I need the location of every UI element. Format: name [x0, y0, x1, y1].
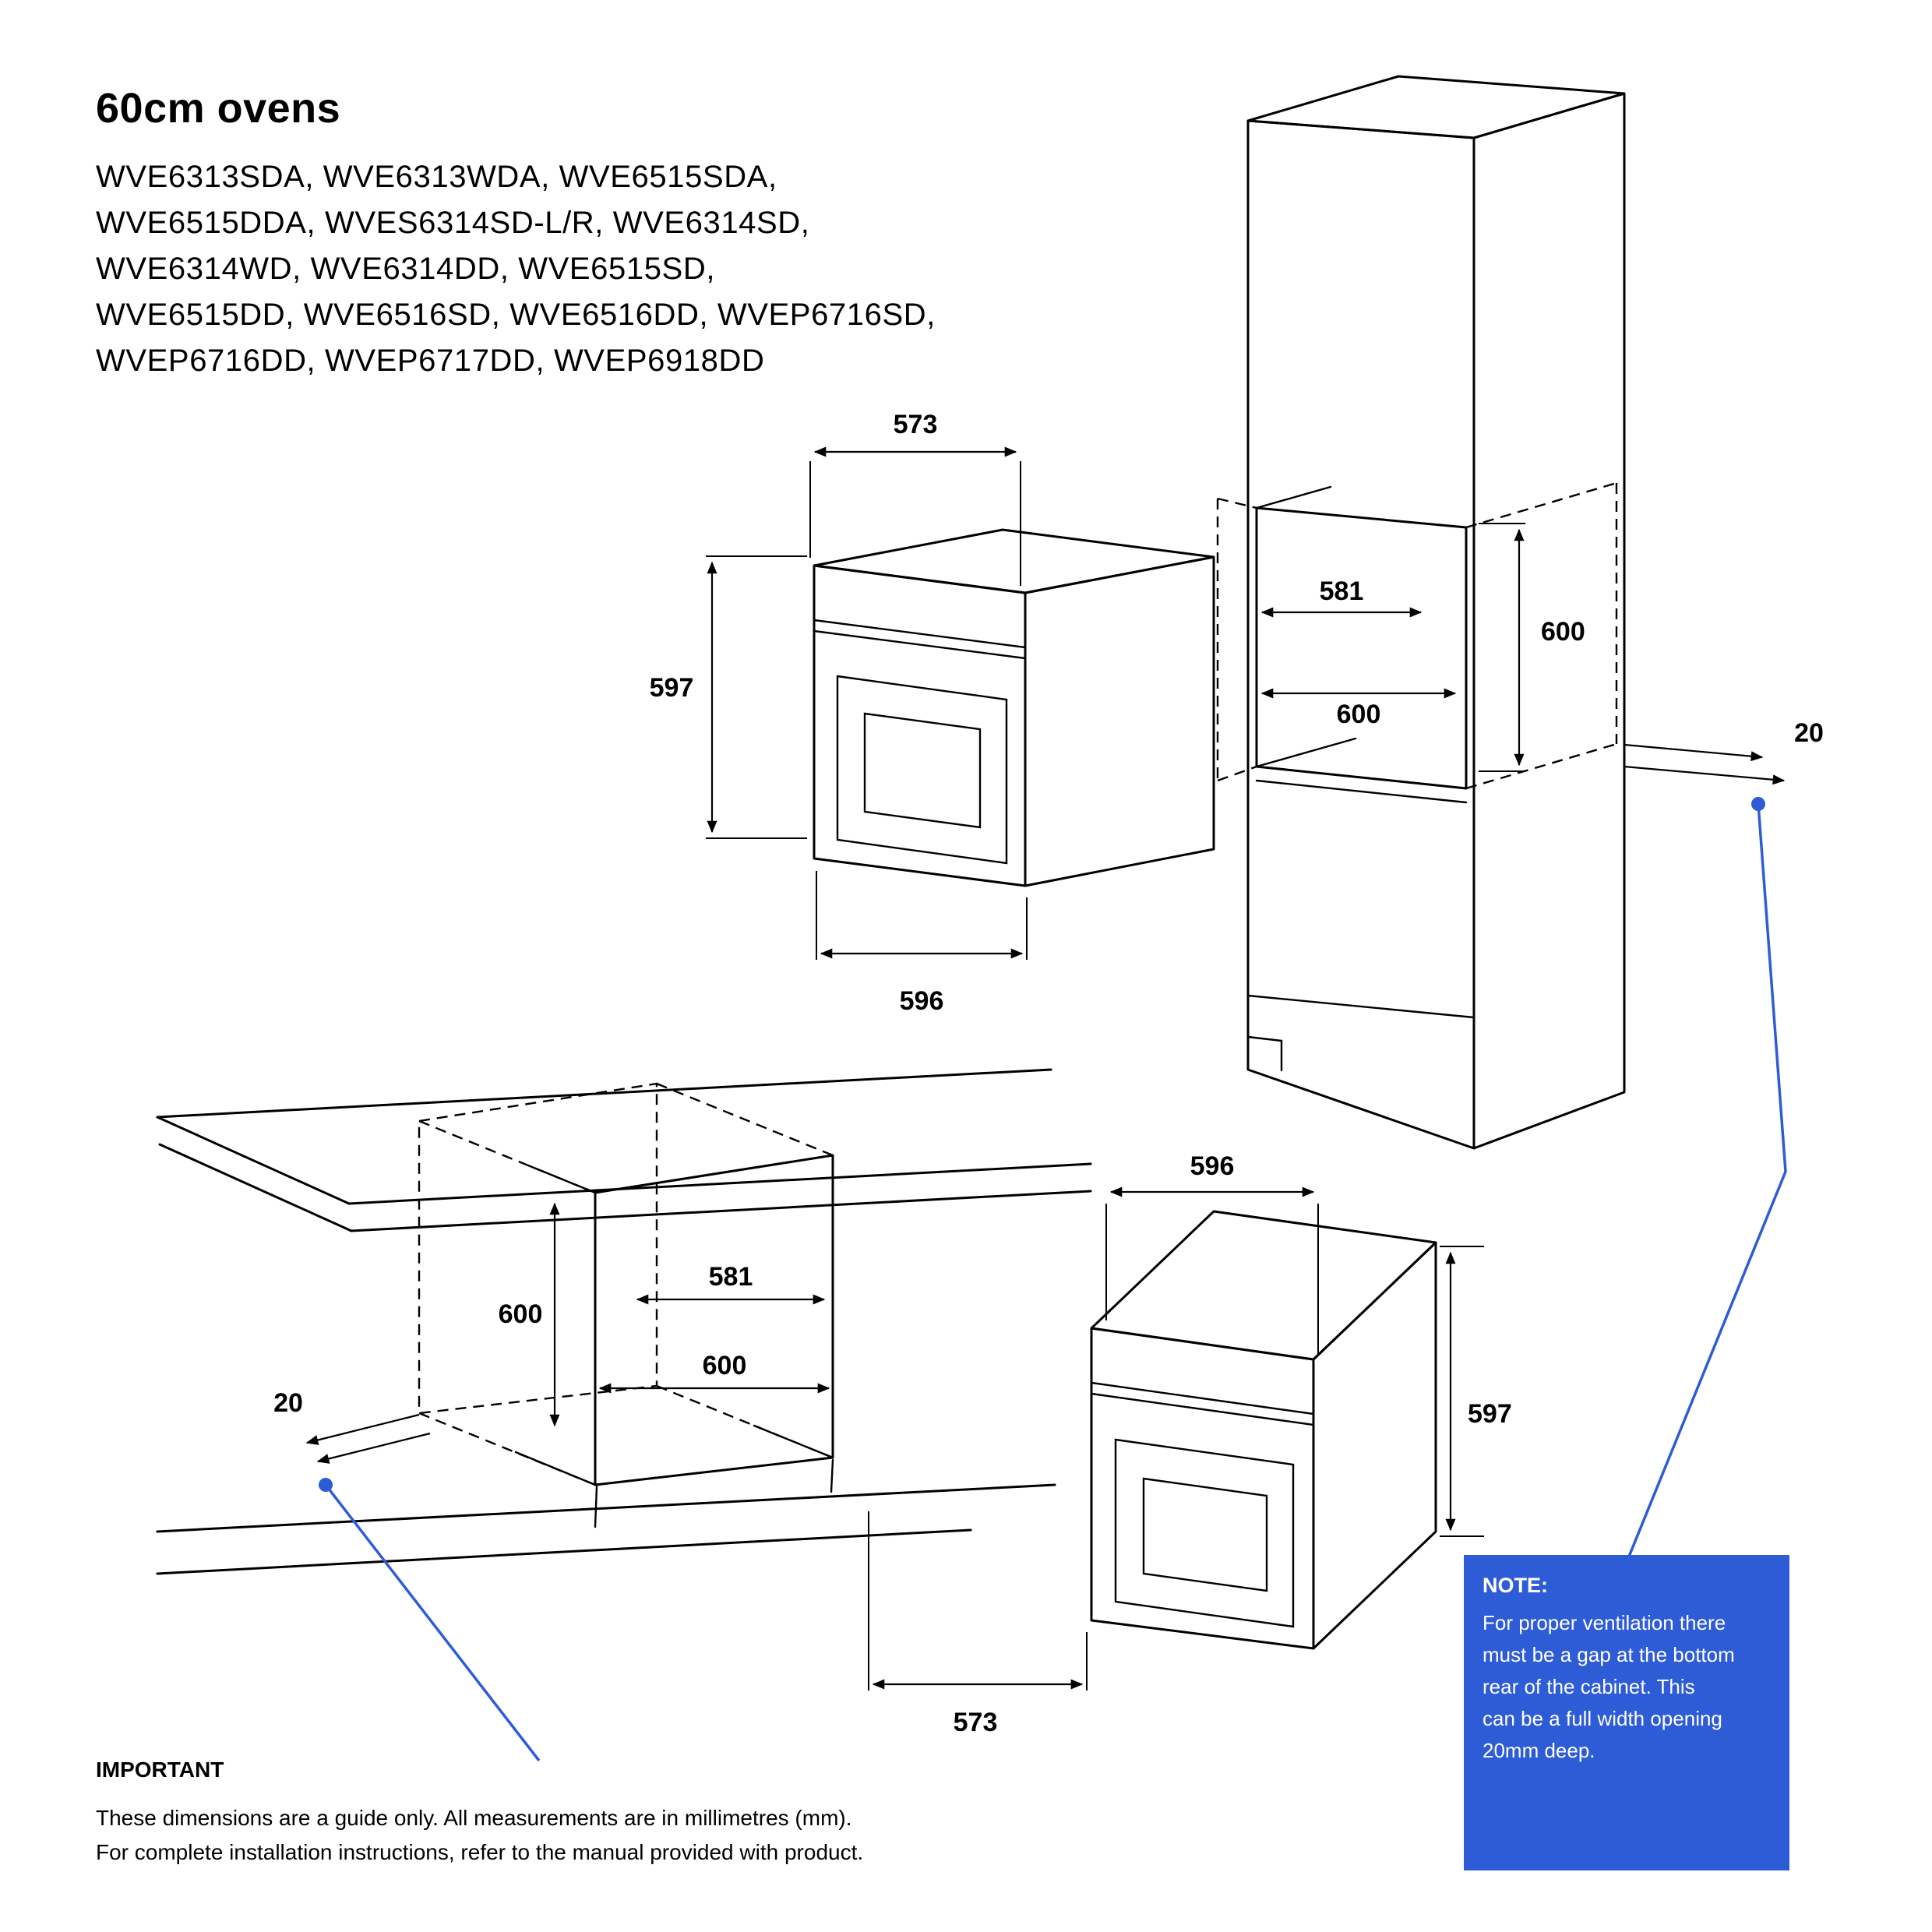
important-heading: IMPORTANT — [96, 1757, 224, 1782]
dim-label-top-oven-width: 596 — [900, 986, 944, 1016]
dim-label-rear-gap-top: 20 — [1794, 718, 1824, 748]
dim-label-bottom-oven-depth: 573 — [954, 1708, 998, 1737]
model-line: WVE6313SDA, WVE6313WDA, WVE6515SDA, — [96, 160, 777, 194]
dim-label-top-oven-height: 597 — [650, 673, 694, 703]
dim-label-bench-cutout-height: 600 — [499, 1299, 543, 1329]
dim-label-cutout-depth: 600 — [1337, 700, 1381, 729]
dim-label-bench-cutout-depth: 600 — [703, 1351, 747, 1380]
dim-label-bottom-oven-width: 596 — [1190, 1151, 1235, 1181]
page-header: 60cm ovens WVE6313SDA, WVE6313WDA, WVE65… — [96, 84, 936, 384]
dim-label-top-oven-depth: 573 — [894, 410, 938, 439]
dim-label-cutout-width: 581 — [1320, 576, 1364, 606]
model-line: WVE6515DDA, WVES6314SD-L/R, WVE6314SD, — [96, 206, 810, 240]
important-line: For complete installation instructions, … — [96, 1840, 864, 1864]
model-number-list: WVE6313SDA, WVE6313WDA, WVE6515SDA, WVE6… — [96, 154, 936, 384]
dim-label-cutout-height: 600 — [1541, 617, 1585, 647]
bottom-dimensions: 600 581 600 20 596 597 573 — [273, 1151, 1512, 1737]
note-line: For proper ventilation there — [1482, 1611, 1726, 1634]
bench-drawing — [156, 1068, 1092, 1575]
note-callout-lines — [319, 797, 1787, 1762]
important-line: These dimensions are a guide only. All m… — [96, 1806, 852, 1830]
note-heading: NOTE: — [1482, 1574, 1548, 1597]
note-line: rear of the cabinet. This — [1482, 1675, 1695, 1698]
note-line: can be a full width opening — [1482, 1707, 1722, 1730]
dim-label-bench-cutout-width: 581 — [709, 1262, 753, 1292]
dim-label-bottom-oven-height: 597 — [1468, 1399, 1512, 1429]
note-box: NOTE: For proper ventilation there must … — [1464, 1555, 1789, 1870]
model-line: WVEP6716DD, WVEP6717DD, WVEP6918DD — [96, 344, 765, 378]
model-line: WVE6314WD, WVE6314DD, WVE6515SD, — [96, 252, 716, 286]
callout-line-left — [324, 1483, 541, 1762]
dim-label-rear-gap-bottom: 20 — [273, 1388, 303, 1418]
note-line: 20mm deep. — [1482, 1739, 1595, 1762]
top-oven-drawing — [813, 528, 1215, 887]
page-title: 60cm ovens — [96, 85, 341, 132]
bottom-oven-drawing — [1090, 1210, 1437, 1650]
top-dimensions: 573 597 596 581 600 600 20 — [650, 410, 1824, 1016]
callout-line-right — [1627, 803, 1787, 1557]
model-line: WVE6515DD, WVE6516SD, WVE6516DD, WVEP671… — [96, 298, 936, 332]
bench-cutout-drawing — [418, 1082, 834, 1528]
tall-cabinet-drawing — [1216, 75, 1626, 1150]
note-line: must be a gap at the bottom — [1482, 1643, 1735, 1666]
important-block: IMPORTANT These dimensions are a guide o… — [96, 1757, 863, 1870]
